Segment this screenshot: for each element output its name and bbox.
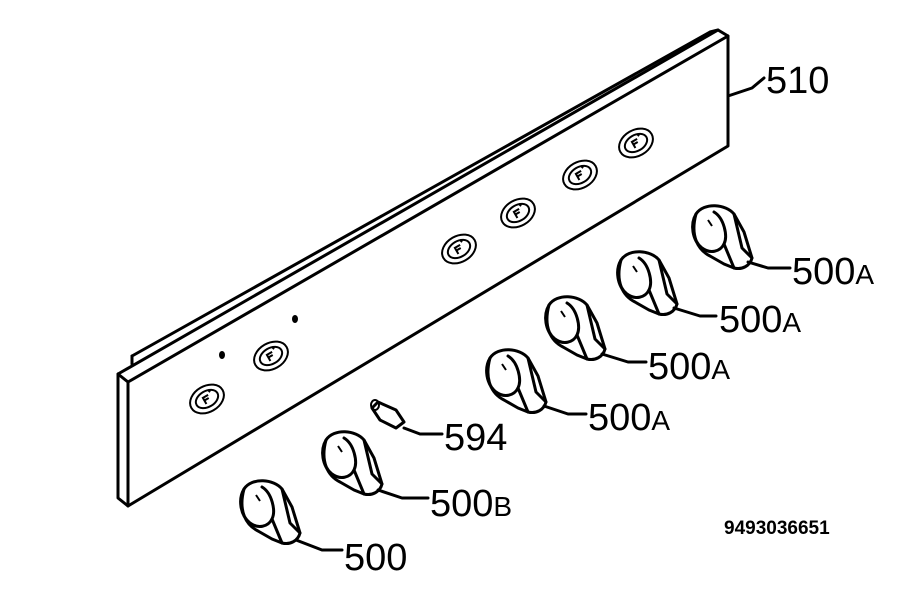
panel-knob-holes <box>189 127 654 415</box>
label-500a-1: 500A <box>792 251 874 293</box>
drawing-number: 9493036651 <box>724 518 830 539</box>
label-500: 500 <box>344 537 407 579</box>
knob-500b <box>321 430 430 500</box>
knob-500 <box>239 479 344 552</box>
knob-500a-1 <box>691 204 792 271</box>
label-500a-2: 500A <box>719 299 801 341</box>
knob-500a-2 <box>616 250 718 318</box>
lamp-594 <box>370 399 444 436</box>
label-594: 594 <box>444 417 507 459</box>
knob-500a-4 <box>485 348 588 416</box>
leader-510 <box>726 76 766 98</box>
label-500a-4: 500A <box>588 397 670 439</box>
control-panel-510 <box>116 28 730 508</box>
panel-lamp-holes <box>219 315 298 359</box>
label-500a-3: 500A <box>648 346 730 388</box>
label-510: 510 <box>766 60 829 102</box>
label-500b: 500B <box>430 483 512 525</box>
knob-500a-3 <box>544 295 648 364</box>
